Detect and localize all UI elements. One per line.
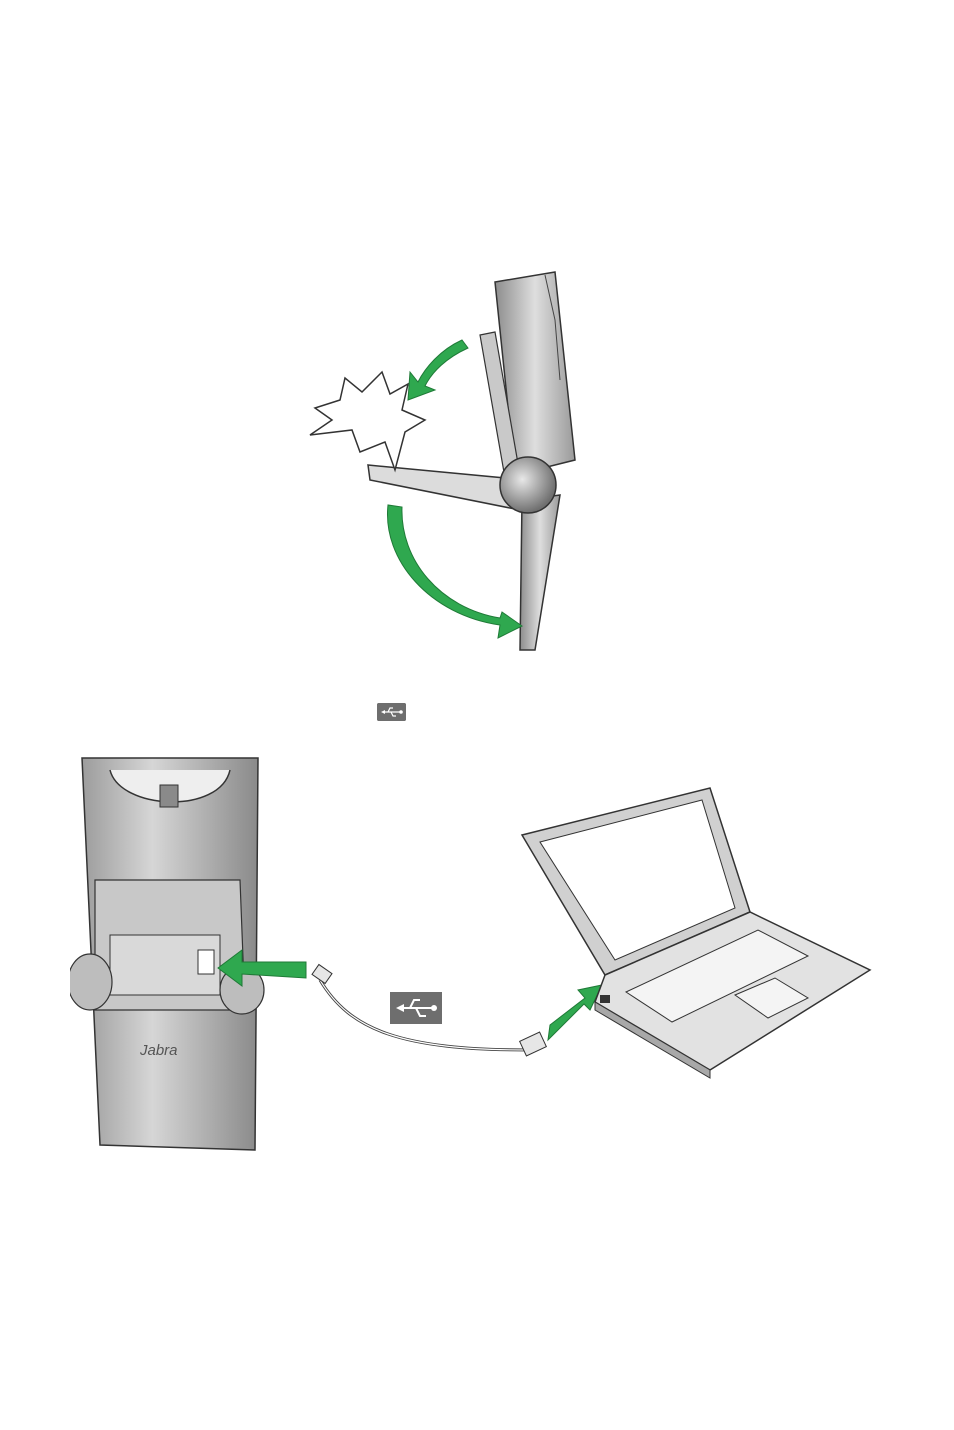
stand-leg [520,495,560,650]
usb-connection-illustration: Jabra [70,740,890,1160]
stand-base-plate [368,465,520,510]
headset-base: Jabra [70,758,264,1150]
click-burst-icon [310,372,425,470]
rotate-arrow-up-icon [408,340,468,400]
mini-usb-plug [312,964,332,983]
stand-upright [480,272,575,478]
usb-icon [377,703,406,721]
insert-arrow-laptop-icon [548,985,602,1040]
rotate-arrow-down-icon [387,505,522,638]
base-brand-label: Jabra [139,1042,178,1059]
laptop [522,788,870,1078]
usb-a-plug [520,1032,547,1056]
usb-icon [390,992,442,1024]
stand-fold-illustration [290,260,610,660]
stand-hinge [500,457,556,513]
